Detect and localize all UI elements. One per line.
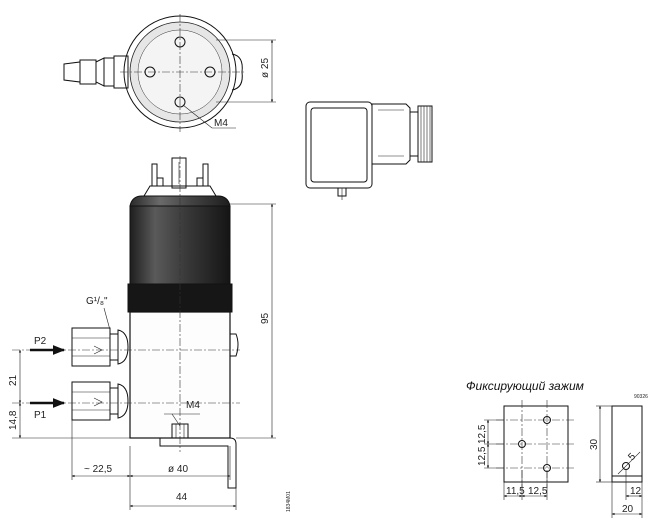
plug-connector-view — [305, 101, 433, 200]
hose-barb — [63, 55, 129, 89]
bottom-bracket — [159, 423, 237, 489]
port-p1-label: P1 — [34, 410, 47, 421]
top-diameter-label: ø 25 — [260, 58, 271, 78]
port-p2-fitting — [71, 327, 129, 367]
bracket-h2-label: 12,5 — [528, 486, 548, 497]
left-offset-label: ~ 22,5 — [84, 464, 113, 475]
bracket-v2-label: 12,5 — [477, 446, 488, 466]
port-p1-fitting — [71, 381, 129, 421]
body-diameter-label: ø 40 — [168, 464, 188, 475]
total-height-label: 95 — [260, 312, 271, 324]
bracket-hole-label: 5 — [626, 451, 638, 463]
bracket-width-label: 20 — [622, 504, 634, 515]
bracket-title: Фиксирующий зажим — [466, 379, 584, 393]
bottom-thread-label: M4 — [186, 400, 200, 411]
top-thread-label: M4 — [214, 118, 228, 129]
fixing-bracket-detail: Фиксирующий зажим 90326 12,5 12,5 11,5 1… — [466, 379, 648, 518]
top-view: M4 ø 25 — [63, 14, 276, 132]
mounting-holes — [144, 36, 216, 108]
bracket-v1-label: 12,5 — [477, 424, 488, 444]
port-p2-label: P2 — [34, 336, 47, 347]
overall-width-label: 44 — [176, 492, 188, 503]
bracket-id: 90326 — [634, 394, 648, 400]
port-arrows — [30, 345, 66, 408]
p1-height-label: 14,8 — [8, 410, 19, 430]
bracket-offset-label: 12 — [630, 486, 642, 497]
port-spacing-label: 21 — [8, 374, 19, 386]
bracket-height-label: 30 — [589, 438, 600, 450]
front-view: P2 P1 G¹/₈" M4 21 14,8 95 ~ 22,5 — [8, 156, 292, 512]
port-thread-label: G¹/₈" — [86, 296, 108, 307]
drawing-id: 1834M01 — [286, 491, 292, 512]
bracket-h1-label: 11,5 — [506, 486, 525, 497]
